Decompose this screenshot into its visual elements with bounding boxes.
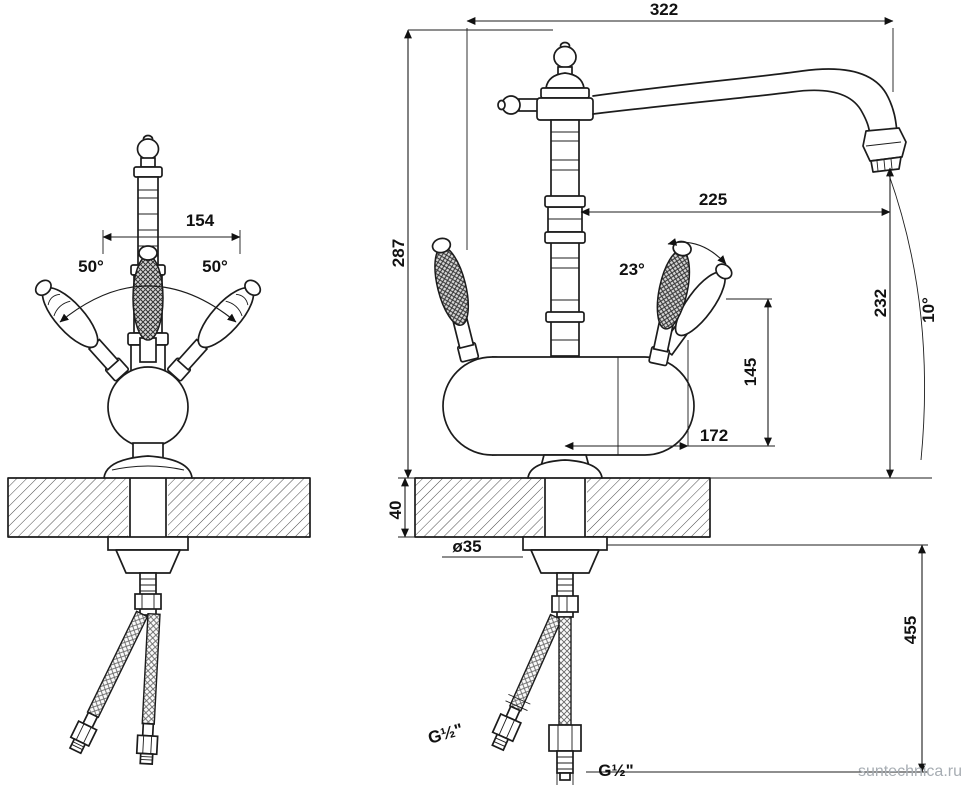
dim-287-label: 287 — [389, 239, 408, 267]
angle-50-left-label: 50° — [78, 257, 104, 276]
dim-10deg-label: 10° — [919, 297, 938, 323]
front-dimensions: 154 50° 50° — [59, 211, 241, 323]
side-view: 322 287 225 232 10° 23° 145 172 — [386, 0, 938, 785]
front-view: 154 50° 50° — [7, 134, 311, 765]
front-countertop — [7, 477, 311, 538]
dim-455-label: 455 — [901, 616, 920, 644]
thread-g12-angled-label: G½" — [426, 720, 465, 748]
thread-g12-straight-label: G½" — [598, 761, 633, 780]
side-faucet-column — [497, 41, 594, 357]
dim-322-label: 322 — [650, 0, 678, 19]
side-spout — [592, 68, 907, 173]
side-hose-fitting-straight — [548, 724, 582, 785]
side-left-handle — [431, 237, 480, 363]
front-hoses — [68, 610, 161, 765]
front-body-sphere — [107, 366, 189, 448]
dim-172-label: 172 — [700, 426, 728, 445]
front-under-deck — [107, 536, 189, 616]
dim-154-label: 154 — [186, 211, 215, 230]
dim-225-label: 225 — [699, 190, 727, 209]
handle-rotation-arc — [59, 285, 237, 323]
dim-40-label: 40 — [386, 501, 405, 520]
angle-50-right-label: 50° — [202, 257, 228, 276]
dim-d35-label: ø35 — [452, 537, 481, 556]
front-hose-fitting-right — [135, 722, 159, 765]
dim-145-label: 145 — [741, 358, 760, 386]
dim-23deg-label: 23° — [619, 260, 645, 279]
side-hoses — [491, 613, 582, 785]
side-under-deck — [522, 536, 608, 618]
front-hose-fitting-left — [68, 711, 99, 755]
side-body — [442, 356, 695, 479]
side-hose-fitting-angled — [491, 693, 531, 752]
dim-232-label: 232 — [871, 289, 890, 317]
side-countertop — [414, 477, 932, 538]
watermark: suntechnica.ru — [858, 763, 962, 780]
